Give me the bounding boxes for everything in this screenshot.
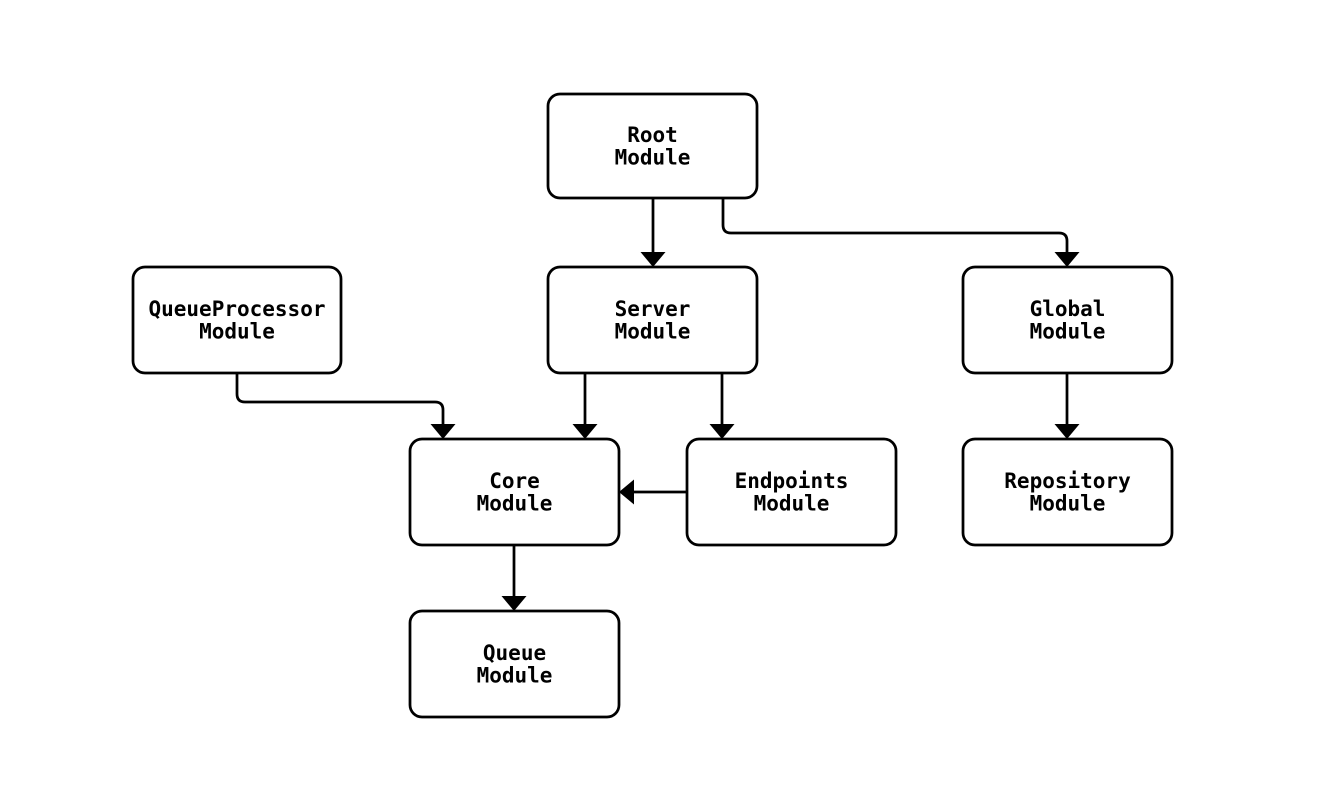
node-box bbox=[961, 437, 1174, 547]
edges-layer bbox=[235, 198, 1080, 611]
arrowhead-icon bbox=[619, 479, 634, 505]
arrowhead-icon bbox=[572, 424, 598, 439]
node-box bbox=[131, 265, 343, 375]
node-box bbox=[408, 609, 621, 719]
edge-server-to-endpoints bbox=[709, 373, 735, 439]
node-label: Root bbox=[627, 123, 678, 147]
edge-core-to-queue bbox=[501, 545, 527, 611]
node-label: Module bbox=[1030, 491, 1106, 515]
edge-root-to-server bbox=[640, 198, 666, 267]
edge-queueprocessor-to-core bbox=[235, 373, 456, 439]
node-label: Endpoints bbox=[735, 469, 849, 493]
node-box bbox=[685, 437, 898, 547]
node-label: Module bbox=[1030, 319, 1106, 343]
node-label: Module bbox=[615, 319, 691, 343]
node-label: Global bbox=[1030, 297, 1106, 321]
node-box bbox=[546, 265, 759, 375]
edge-line bbox=[235, 373, 445, 426]
node-box bbox=[408, 437, 621, 547]
node-box bbox=[546, 92, 759, 200]
arrowhead-icon bbox=[1054, 252, 1080, 267]
edge-server-to-core bbox=[572, 373, 598, 439]
arrowhead-icon bbox=[640, 252, 666, 267]
arrowhead-icon bbox=[501, 596, 527, 611]
node-label: Repository bbox=[1004, 469, 1131, 493]
node-label: Module bbox=[754, 491, 830, 515]
node-label: QueueProcessor bbox=[148, 297, 325, 321]
node-label: Module bbox=[199, 319, 275, 343]
edge-root-to-global bbox=[721, 198, 1080, 267]
node-label: Server bbox=[615, 297, 691, 321]
edge-global-to-repository bbox=[1054, 373, 1080, 439]
nodes-layer: RootModuleQueueProcessorModuleServerModu… bbox=[131, 92, 1174, 719]
node-label: Module bbox=[615, 145, 691, 169]
node-box bbox=[961, 265, 1174, 375]
arrowhead-icon bbox=[1054, 424, 1080, 439]
edge-endpoints-to-core bbox=[619, 479, 687, 505]
node-label: Module bbox=[477, 663, 553, 687]
node-label: Core bbox=[489, 469, 540, 493]
arrowhead-icon bbox=[709, 424, 735, 439]
edge-line bbox=[721, 198, 1069, 254]
arrowhead-icon bbox=[430, 424, 456, 439]
node-label: Module bbox=[477, 491, 553, 515]
node-label: Queue bbox=[483, 641, 546, 665]
